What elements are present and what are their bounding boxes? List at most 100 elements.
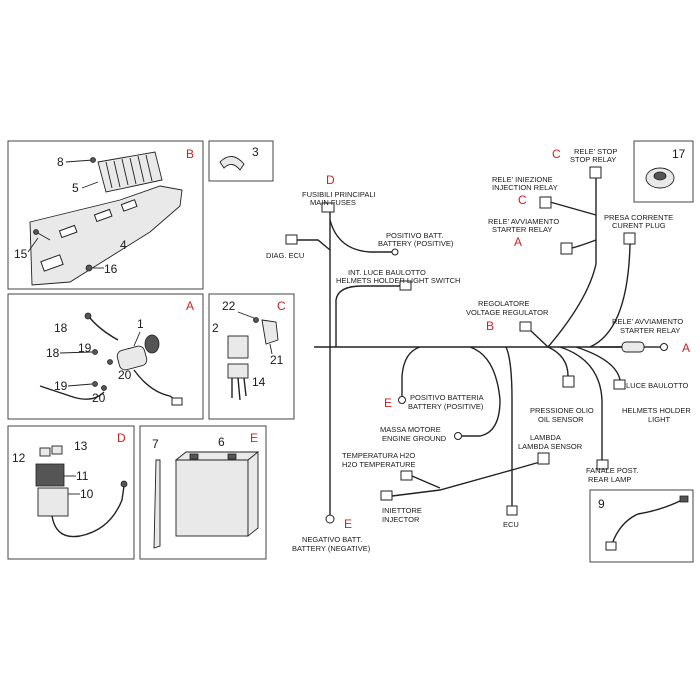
screw-8	[65, 159, 94, 163]
label-injector-it: INIETTORE	[382, 506, 422, 515]
part-number-18: 18	[54, 321, 68, 335]
part-number-15: 15	[14, 247, 28, 261]
regulator-bracket	[29, 185, 183, 286]
terminal	[120, 480, 128, 488]
panel-c-ref: C	[277, 299, 286, 313]
label-h2o-it: TEMPERATURA H2O	[342, 451, 415, 460]
branch-lambda	[511, 461, 541, 471]
ref-a-right: A	[682, 341, 690, 355]
branch-injector	[391, 469, 513, 497]
ref-a-starter-relay: A	[514, 235, 522, 249]
screw-22	[253, 317, 259, 323]
panel-d: D 13 12 11 10	[7, 425, 135, 560]
bracket-slot	[58, 224, 78, 239]
label-engine-ground-en: ENGINE GROUND	[382, 434, 447, 443]
label-h2o-en: H2O TEMPERATURE	[342, 460, 415, 469]
relay-2	[227, 335, 249, 359]
branch-ecu	[505, 346, 513, 506]
relay-plug	[171, 397, 183, 406]
panel-e: E 6 7	[139, 425, 267, 560]
leader	[133, 331, 141, 347]
cable-clip	[219, 156, 245, 171]
label-neg-batt-en: BATTERY (NEGATIVE)	[292, 544, 371, 553]
screw-head	[33, 229, 39, 235]
label-start-relay2-en: STARTER RELAY	[620, 326, 680, 335]
label-rear-lamp-it: FANALE POST.	[586, 466, 639, 475]
panel-b: B 8 5 4 15 16	[7, 140, 204, 290]
panel-9: 9	[589, 489, 694, 563]
battery-terminal	[189, 453, 199, 460]
panel-a-frame	[7, 293, 204, 420]
part-number-9: 9	[598, 497, 605, 511]
part-number-14: 14	[252, 375, 266, 389]
label-oil-en: OIL SENSOR	[538, 415, 584, 424]
harness-labels: D FUSIBILI PRINCIPALI MAIN FUSES DIAG. E…	[266, 147, 691, 553]
part-number-19: 19	[54, 379, 68, 393]
label-pos-batt-en: BATTERY (POSITIVE)	[378, 239, 454, 248]
relay-lead	[39, 385, 105, 400]
connector-main-fuses	[321, 202, 335, 213]
label-helmet-switch-en: HELMETS HOLDER LIGHT SWITCH	[336, 276, 460, 285]
connector-helmet-light	[613, 379, 626, 390]
connector-stop-relay	[589, 166, 602, 179]
connector-injection-relay	[539, 196, 552, 209]
battery-strap-7	[153, 459, 161, 549]
label-main-fuses-it: FUSIBILI PRINCIPALI	[302, 190, 376, 199]
connector-start-relay	[560, 242, 573, 255]
panel-d-frame	[7, 425, 135, 560]
panel-d-ref: D	[117, 431, 126, 445]
regulator-fins	[105, 154, 153, 189]
branch-start-relay	[571, 239, 597, 249]
bracket-slot	[40, 254, 64, 272]
label-lambda-it: LAMBDA	[530, 433, 561, 442]
branch-injection-relay	[549, 201, 597, 216]
part-number-8: 8	[57, 155, 64, 169]
branch-helmet-light	[575, 346, 621, 381]
branch-regulator	[529, 329, 549, 348]
label-main-fuses-en: MAIN FUSES	[310, 198, 356, 207]
connector-lambda	[537, 452, 550, 465]
branch-oil	[547, 346, 569, 377]
connector-diag-ecu	[285, 234, 298, 245]
part-number-12: 12	[12, 451, 26, 465]
relay-wires	[231, 377, 247, 401]
bracket-slot	[120, 199, 138, 212]
ref-d-main-fuses: D	[326, 173, 335, 187]
fuse-12	[39, 447, 51, 457]
branch-engine-ground	[462, 346, 501, 437]
ring-terminal	[391, 248, 399, 256]
fuse-box-wire	[51, 485, 125, 538]
panel-a: A 1 18 18 19 19 20 20	[7, 293, 204, 420]
starter-relay-part	[116, 345, 148, 371]
fuse-box-10	[37, 487, 69, 517]
ring-terminal	[454, 432, 462, 440]
fuse-13	[51, 445, 63, 455]
label-presa-it: PRESA CORRENTE	[604, 213, 673, 222]
rear-harness-wire	[611, 499, 683, 545]
part-number-4: 4	[120, 238, 127, 252]
part-number-13: 13	[74, 439, 88, 453]
leader	[59, 351, 93, 354]
leader	[67, 383, 93, 387]
panel-e-frame	[139, 425, 267, 560]
part-number-10: 10	[80, 487, 94, 501]
relay-14	[227, 363, 249, 379]
panel-c-frame	[208, 293, 295, 420]
part-number-21: 21	[270, 353, 284, 367]
label-ecu: ECU	[503, 520, 519, 529]
ring-terminal	[660, 343, 668, 351]
panel-b-ref: B	[186, 147, 194, 161]
part-number-17: 17	[672, 147, 686, 161]
part-number-1: 1	[137, 317, 144, 331]
label-pos-batteria-it: POSITIVO BATTERIA	[410, 393, 484, 402]
part-number-5: 5	[72, 181, 79, 195]
panel-17: 17	[633, 140, 694, 203]
label-rear-lamp-en: REAR LAMP	[588, 475, 631, 484]
panel-b-frame	[7, 140, 204, 290]
relay-wire	[89, 317, 179, 403]
label-start-relay2-it: RELE' AVVIAMENTO	[612, 317, 683, 326]
part-number-22: 22	[222, 299, 236, 313]
nut-20	[107, 359, 113, 365]
panel-17-frame	[633, 140, 694, 203]
connector-injector	[380, 490, 393, 501]
